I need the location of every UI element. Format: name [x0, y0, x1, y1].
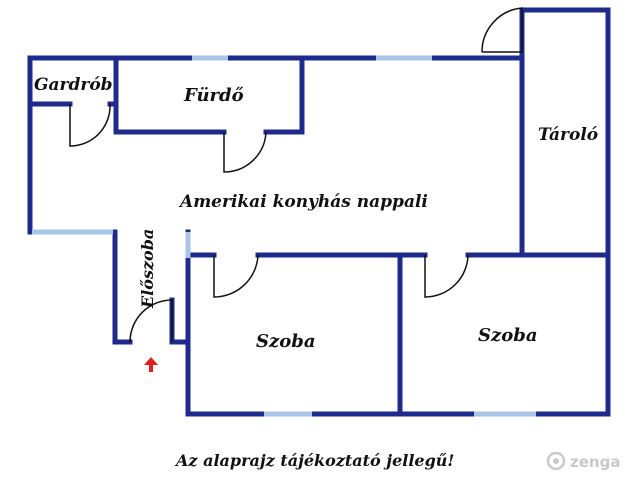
room-label-gardrob: Gardrób	[34, 75, 113, 95]
room-label-szoba-1: Szoba	[256, 331, 315, 352]
windows	[32, 55, 536, 417]
door-szoba-1	[213, 254, 259, 298]
door-furdo	[223, 131, 267, 173]
disclaimer-note: Az alaprajz tájékoztató jellegű!	[174, 451, 454, 470]
zenga-logo-icon	[546, 451, 566, 471]
door-tarolo	[481, 7, 523, 53]
room-label-tarolo: Tároló	[538, 125, 598, 145]
doors	[69, 7, 523, 343]
room-label-szoba-2: Szoba	[478, 325, 537, 346]
door-gardrob	[69, 103, 111, 147]
room-label-furdo: Fürdő	[183, 85, 244, 106]
room-label-eloszoba: Előszoba	[138, 229, 157, 309]
room-label-nappali: Amerikai konyhás nappali	[178, 192, 428, 212]
door-entrance	[129, 299, 173, 343]
door-szoba-2	[424, 254, 469, 298]
walls	[27, 7, 611, 417]
entrance-arrow-icon	[144, 357, 158, 372]
watermark-brand: zenga	[570, 453, 620, 471]
